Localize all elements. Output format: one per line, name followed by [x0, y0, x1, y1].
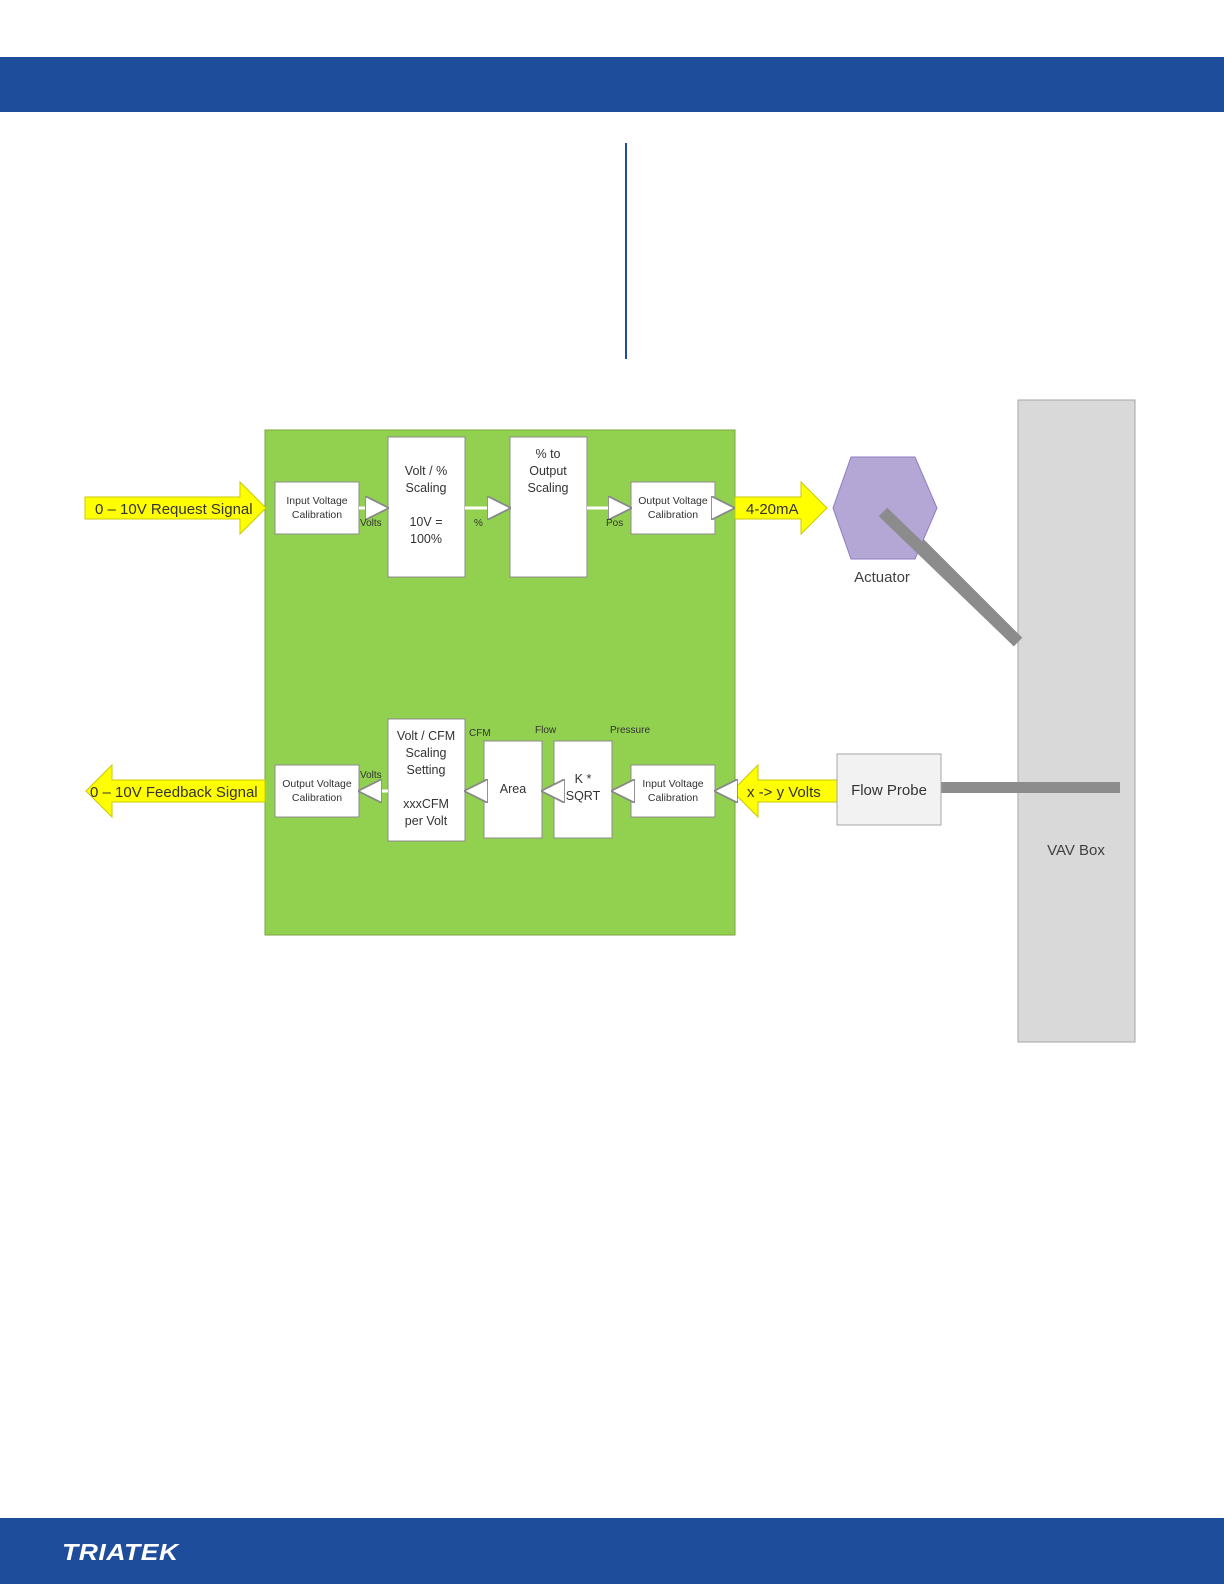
bottom-label-cfm: CFM [469, 728, 491, 739]
volt-pct-scaling [387, 436, 466, 578]
bottom-label-pressure: Pressure [610, 725, 650, 736]
svg-text:10V =: 10V = [409, 515, 442, 529]
bottom-label-flow: Flow [535, 725, 557, 736]
flow-probe [836, 753, 942, 826]
column-divider [625, 143, 627, 359]
svg-text:per Volt: per Volt [405, 814, 448, 828]
probe-volts-arrow: x -> y Volts [731, 763, 839, 819]
svg-text:Calibration: Calibration [292, 792, 342, 804]
header-band [0, 57, 1224, 112]
output-current-arrow: 4-20mA [734, 480, 828, 536]
feedback-signal-arrow: 0 – 10V Feedback Signal [85, 763, 266, 819]
svg-text:100%: 100% [410, 532, 442, 546]
svg-text:Area: Area [500, 782, 526, 796]
svg-text:Setting: Setting [407, 763, 446, 777]
top-label-volts: Volts [360, 518, 382, 529]
flow-probe-label: Flow Probe [851, 782, 927, 799]
triatek-logo: TRIATEK [62, 1539, 179, 1565]
svg-text:SQRT: SQRT [566, 789, 601, 803]
svg-text:Output Voltage: Output Voltage [282, 778, 352, 790]
svg-text:% to: % to [535, 447, 560, 461]
svg-text:Scaling: Scaling [406, 746, 447, 760]
svg-text:Scaling: Scaling [528, 481, 569, 495]
bottom-label-volts: Volts [360, 770, 382, 781]
actuator-label: Actuator [854, 569, 910, 586]
svg-text:Volt / CFM: Volt / CFM [397, 729, 455, 743]
bottom-output-calibration [274, 764, 360, 818]
svg-text:0 – 10V Request Signal: 0 – 10V Request Signal [95, 501, 253, 518]
vav-control-diagram: VAV Box 0 – 10V Request Signal 4-20mA 0 … [84, 399, 1136, 1043]
vav-box-label: VAV Box [1047, 842, 1105, 859]
svg-text:Input Voltage: Input Voltage [286, 495, 347, 507]
top-input-calibration [274, 481, 360, 535]
svg-text:x -> y Volts: x -> y Volts [747, 784, 821, 801]
footer-band [0, 1518, 1224, 1584]
svg-text:0 – 10V Feedback Signal: 0 – 10V Feedback Signal [90, 784, 258, 801]
svg-text:4-20mA: 4-20mA [746, 501, 799, 518]
request-signal-arrow: 0 – 10V Request Signal [84, 480, 267, 536]
top-output-calibration [630, 481, 716, 535]
svg-text:Scaling: Scaling [406, 481, 447, 495]
vav-box [1017, 399, 1136, 1043]
top-label-pos: Pos [606, 518, 623, 529]
area-box [483, 740, 543, 839]
svg-text:xxxCFM: xxxCFM [403, 797, 449, 811]
svg-text:Calibration: Calibration [292, 509, 342, 521]
svg-text:Output: Output [529, 464, 567, 478]
bottom-input-calibration [630, 764, 716, 818]
svg-text:Input Voltage: Input Voltage [642, 778, 703, 790]
svg-text:K *: K * [575, 772, 592, 786]
svg-text:Output Voltage: Output Voltage [638, 495, 708, 507]
svg-text:Volt / %: Volt / % [405, 464, 447, 478]
volt-cfm-scaling [387, 718, 466, 842]
svg-text:Calibration: Calibration [648, 509, 698, 521]
probe-rod [938, 782, 1120, 793]
top-label-pct: % [474, 518, 483, 529]
svg-text:Calibration: Calibration [648, 792, 698, 804]
